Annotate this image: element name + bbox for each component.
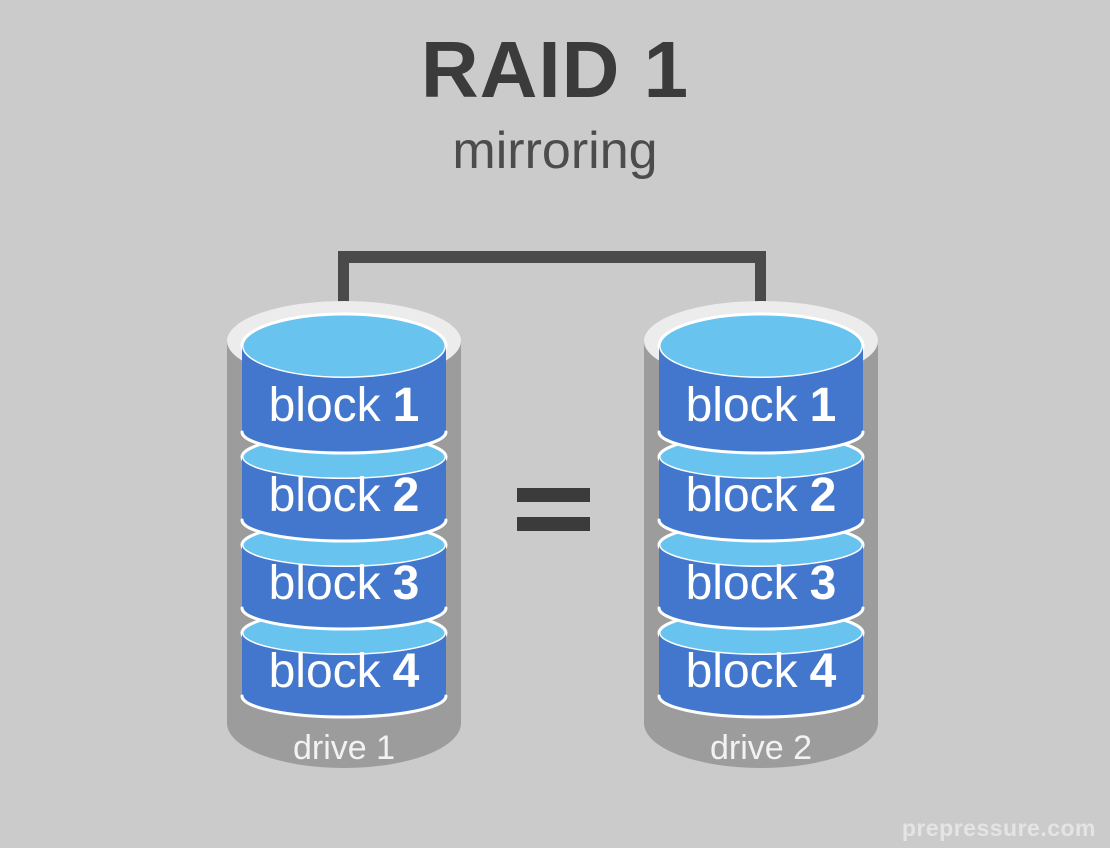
disc-top-ellipse [657,312,865,380]
disc-body [242,346,446,453]
diagram-subtitle: mirroring [452,122,658,180]
disc-bottom-edge [657,518,865,543]
disc-body [242,633,446,717]
equals-sign [517,488,590,531]
disc-body [659,545,863,629]
watermark: prepressure.com [901,815,1096,841]
disc-body [659,457,863,541]
equals-bar-top [517,488,590,502]
mirror-connector-bar [338,251,766,263]
disc-bottom-edge [240,430,448,455]
disc-bottom-edge [240,694,448,719]
diagram-title: RAID 1 [420,25,690,114]
disc-body [242,545,446,629]
drive-2-label: drive 2 [710,729,812,767]
drive-1-label: drive 1 [293,729,395,767]
disc-bottom-edge [657,606,865,631]
disc-bottom-edge [657,694,865,719]
mirror-connector-leg-right [755,251,766,351]
disc-top-ellipse [240,312,448,380]
disc-bottom-edge [657,430,865,455]
disc-body [242,457,446,541]
equals-bar-bottom [517,517,590,531]
disc-body [659,633,863,717]
disc-bottom-edge [240,518,448,543]
disc-body [659,346,863,453]
mirror-connector-leg-left [338,251,349,351]
disc-bottom-edge [240,606,448,631]
